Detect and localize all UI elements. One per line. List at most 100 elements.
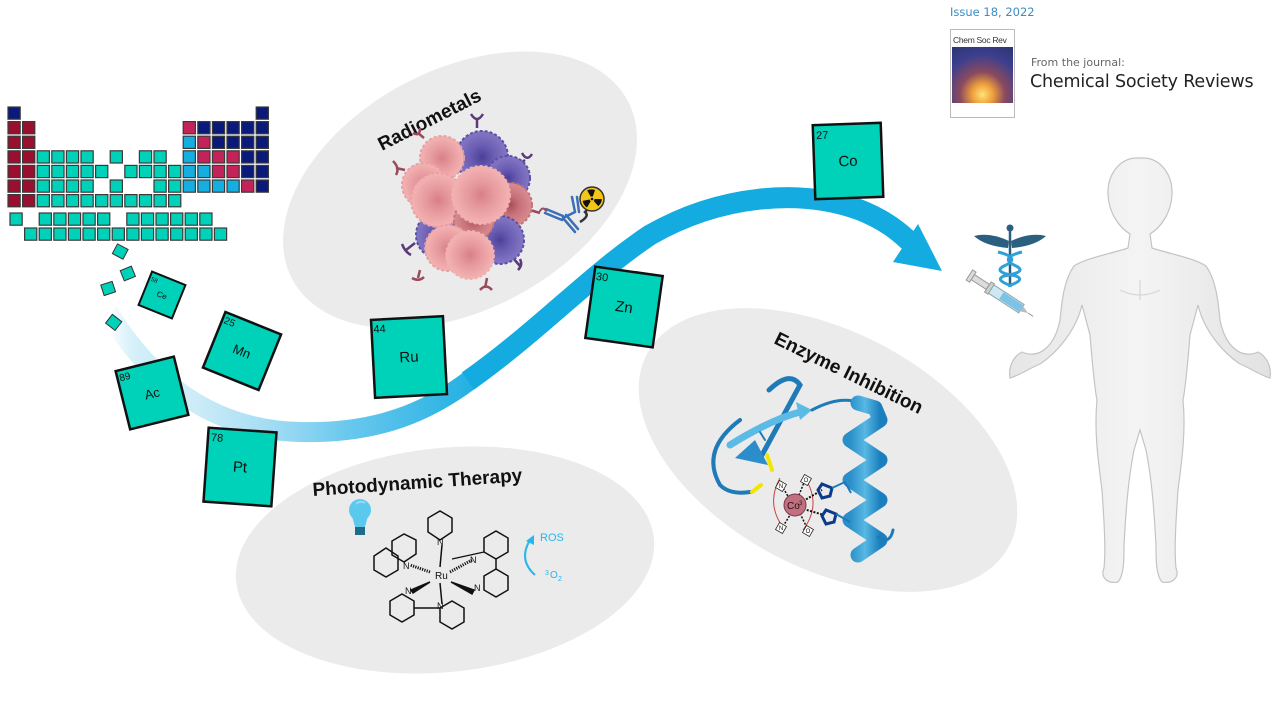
periodic-table-cell — [22, 135, 36, 149]
element-tile-zn: 30 Zn — [583, 265, 665, 349]
scattered-tiles — [100, 243, 137, 332]
cover-art-image — [952, 47, 1013, 103]
svg-text:N: N — [470, 555, 477, 565]
element-number: 27 — [816, 130, 829, 142]
periodic-table-cell — [82, 212, 96, 226]
periodic-table-cell — [140, 227, 155, 241]
svg-text:N: N — [437, 537, 444, 547]
periodic-table-cell — [182, 120, 196, 135]
ros-arrow-icon — [524, 539, 536, 576]
periodic-table-cell — [65, 179, 80, 193]
periodic-table-cell — [80, 179, 94, 193]
journal-name-link[interactable]: Chemical Society Reviews — [1030, 72, 1254, 92]
periodic-table-cell — [38, 227, 53, 241]
svg-text:N: N — [437, 601, 444, 611]
cobalt-label: Co — [787, 501, 800, 512]
periodic-table-cell — [211, 150, 226, 164]
element-tile-pt: 78 Pt — [202, 426, 278, 508]
cobalt-charge: 3 — [799, 501, 803, 507]
periodic-table-cell — [168, 164, 182, 179]
periodic-table-cell — [22, 194, 36, 208]
element-tile-ce: 58 Ce — [137, 270, 187, 320]
periodic-table-cell — [213, 227, 228, 241]
periodic-table-cell — [67, 227, 82, 241]
periodic-table-cell — [182, 150, 196, 164]
periodic-table-cell — [94, 164, 109, 179]
element-number: 89 — [118, 371, 132, 384]
element-symbol: Ac — [143, 384, 162, 402]
periodic-table-cell — [226, 150, 240, 164]
periodic-table-cell — [255, 106, 270, 120]
periodic-table-cell — [184, 227, 198, 241]
periodic-table-cell — [7, 120, 21, 135]
cover-title: Chem Soc Rev — [953, 35, 1007, 45]
element-symbol: Pt — [232, 459, 248, 477]
periodic-table-cell — [153, 164, 167, 179]
periodic-table-cell — [51, 164, 65, 179]
periodic-table-cell — [7, 194, 21, 208]
arrow-head — [893, 224, 942, 271]
periodic-table-cell — [211, 135, 226, 149]
periodic-table-cell — [126, 227, 140, 241]
periodic-table-cell — [22, 150, 36, 164]
from-journal-label: From the journal: — [1031, 56, 1125, 69]
ligand-n: N — [779, 526, 783, 532]
periodic-table-cell — [124, 194, 138, 208]
periodic-table-cell — [82, 227, 96, 241]
periodic-table-cell — [241, 120, 255, 135]
periodic-table-cell — [80, 164, 94, 179]
element-symbol: Ce — [155, 289, 168, 301]
periodic-table-cell — [241, 179, 255, 193]
issue-link[interactable]: Issue 18, 2022 — [950, 5, 1035, 19]
oxygen-label: O — [550, 570, 558, 581]
periodic-table-cell — [109, 179, 123, 193]
cell-receptors — [392, 113, 541, 291]
element-tile-co: 27 Co — [811, 121, 885, 201]
periodic-table-cell — [168, 179, 182, 193]
periodic-table-cell — [168, 194, 182, 208]
periodic-table-cell — [182, 135, 196, 149]
radioactive-icon — [579, 186, 605, 212]
periodic-table-cell — [96, 227, 111, 241]
periodic-table-cell — [7, 135, 21, 149]
periodic-table-cell — [170, 227, 184, 241]
periodic-table-cell — [7, 164, 21, 179]
periodic-table-cell — [9, 212, 23, 226]
periodic-table-cell — [182, 179, 196, 193]
ros-label: ROS — [540, 532, 564, 544]
periodic-table-cell — [153, 194, 167, 208]
oxygen-superscript: 3 — [545, 570, 549, 577]
periodic-table-cell — [65, 150, 80, 164]
periodic-table-cell — [197, 150, 211, 164]
svg-text:N: N — [403, 561, 410, 571]
periodic-table-cell — [255, 120, 270, 135]
oxygen-subscript: 2 — [558, 576, 562, 583]
periodic-table-cell — [197, 164, 211, 179]
periodic-table-cell — [126, 212, 140, 226]
journal-cover-thumbnail[interactable]: Chem Soc Rev — [950, 29, 1015, 118]
antibody-icon — [539, 195, 581, 234]
periodic-table-cell — [199, 212, 213, 226]
periodic-table-cell — [255, 135, 270, 149]
periodic-table-cell — [80, 194, 94, 208]
periodic-table-cell — [124, 164, 138, 179]
periodic-table-cell — [22, 164, 36, 179]
periodic-table-cell — [53, 227, 67, 241]
ligand-o: O — [806, 529, 811, 535]
periodic-table-cell — [241, 164, 255, 179]
element-symbol: Zn — [614, 298, 634, 317]
element-tile-ru: 44 Ru — [369, 314, 449, 400]
periodic-table-cell — [140, 212, 155, 226]
periodic-table-cell — [211, 164, 226, 179]
periodic-table-cell — [109, 194, 123, 208]
caduceus-icon — [974, 224, 1046, 288]
periodic-table-cell — [38, 212, 53, 226]
lightbulb-icon — [349, 499, 371, 535]
element-symbol: Co — [838, 153, 858, 171]
cobalt-center-icon: Co 3 N O N O — [773, 474, 852, 537]
protein-ribbon-icon — [711, 376, 895, 563]
periodic-table-cell — [170, 212, 184, 226]
periodic-table-cell — [153, 150, 167, 164]
periodic-table-cell — [184, 212, 198, 226]
